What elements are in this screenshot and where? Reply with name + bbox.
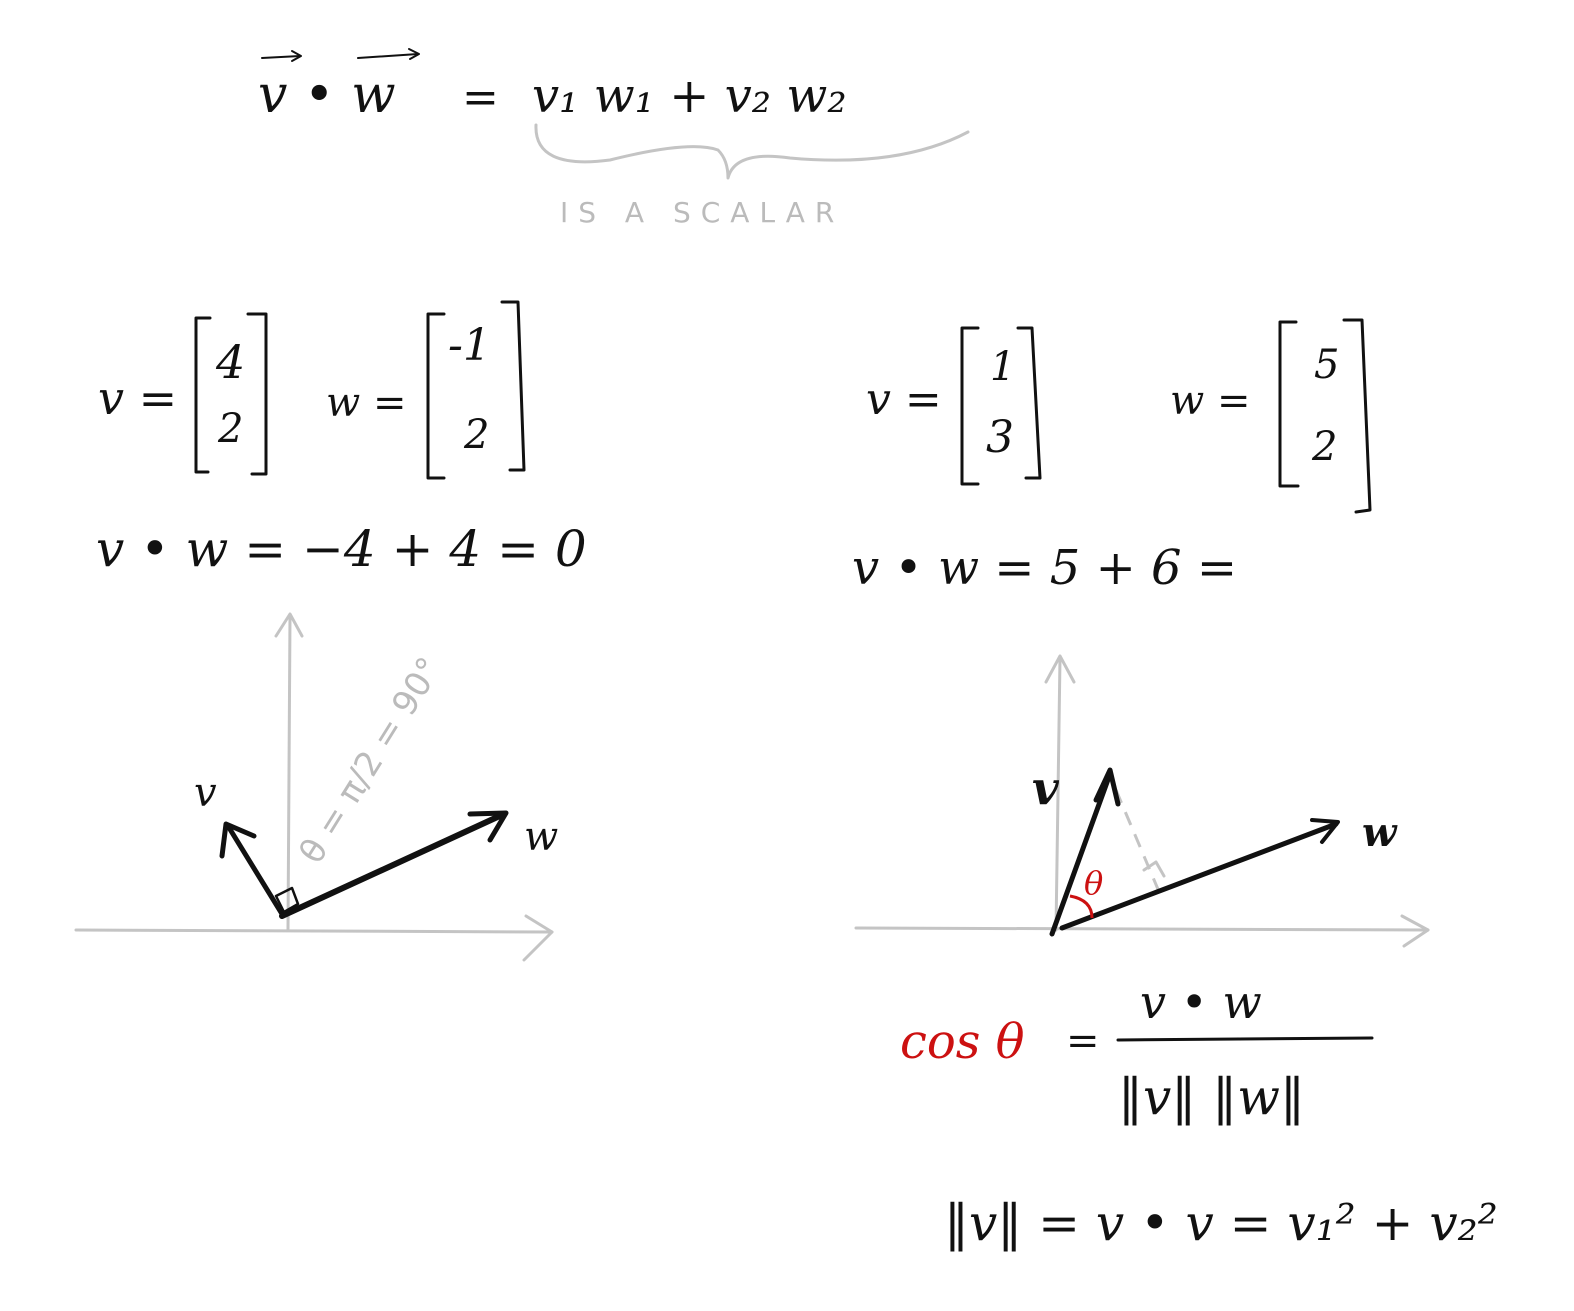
right-w-component-2: 2 — [1311, 424, 1337, 470]
norm-formula: ‖v‖ = v • v = v₁² + v₂² — [944, 1194, 1498, 1252]
left-x-axis — [74, 928, 554, 934]
left-angle-note: θ = π/2 = 90° — [292, 650, 450, 870]
left-example: v = 4 2 w = -1 2 v • w = −4 + 4 = 0 v w … — [74, 300, 587, 962]
header-lhs: v • w — [258, 65, 396, 125]
left-v-component-2: 2 — [217, 406, 243, 452]
left-w-component-1: -1 — [448, 320, 491, 371]
right-dot-product: v • w = 5 + 6 = — [852, 540, 1237, 596]
right-vector-v — [1049, 771, 1113, 937]
right-y-axis — [1054, 656, 1062, 932]
right-angle-arc — [1069, 894, 1094, 919]
left-w-component-2: 2 — [463, 412, 489, 458]
header-formula: v • w = v₁ w₁ + v₂ w₂ IS A SCALAR — [258, 48, 970, 229]
right-v-label: v = — [866, 374, 942, 425]
header-rhs: v₁ w₁ + v₂ w₂ — [532, 68, 847, 124]
left-v-label: v = — [98, 371, 177, 425]
right-w-component-1: 5 — [1314, 342, 1339, 388]
cos-numerator: v • w — [1140, 975, 1262, 1029]
left-v-component-1: 4 — [215, 335, 245, 389]
right-vector-w-label: w — [1362, 809, 1398, 856]
header-equals: = — [462, 72, 499, 123]
scalar-brace — [534, 123, 970, 180]
left-dot-product: v • w = −4 + 4 = 0 — [96, 520, 587, 578]
right-example: v = 1 3 w = 5 2 v • w = 5 + 6 = θ v w co… — [852, 318, 1498, 1252]
right-x-axis — [854, 926, 1430, 932]
left-y-axis — [286, 614, 292, 932]
left-vector-v — [225, 823, 285, 917]
cos-equals: = — [1066, 1018, 1100, 1064]
right-projection-right-angle — [1142, 860, 1166, 878]
right-projection-line — [1114, 789, 1162, 895]
right-v-component-1: 1 — [990, 344, 1015, 390]
cos-fraction-bar — [1116, 1036, 1374, 1042]
right-vector-w — [1059, 821, 1339, 931]
brace-note: IS A SCALAR — [560, 196, 844, 229]
left-right-angle-mark — [274, 886, 300, 914]
left-vector-w-label: w — [524, 814, 558, 860]
cos-theta-lhs: cos θ — [900, 1014, 1025, 1070]
right-vector-v-label: v — [1032, 761, 1060, 815]
cos-denominator: ‖v‖ ‖w‖ — [1118, 1068, 1305, 1126]
left-vector-w — [279, 811, 507, 919]
right-theta-label: θ — [1084, 864, 1103, 902]
right-w-label: w = — [1170, 378, 1250, 424]
left-vector-v-label: v — [194, 770, 217, 816]
left-w-label: w = — [326, 380, 406, 426]
right-v-component-2: 3 — [986, 412, 1014, 463]
